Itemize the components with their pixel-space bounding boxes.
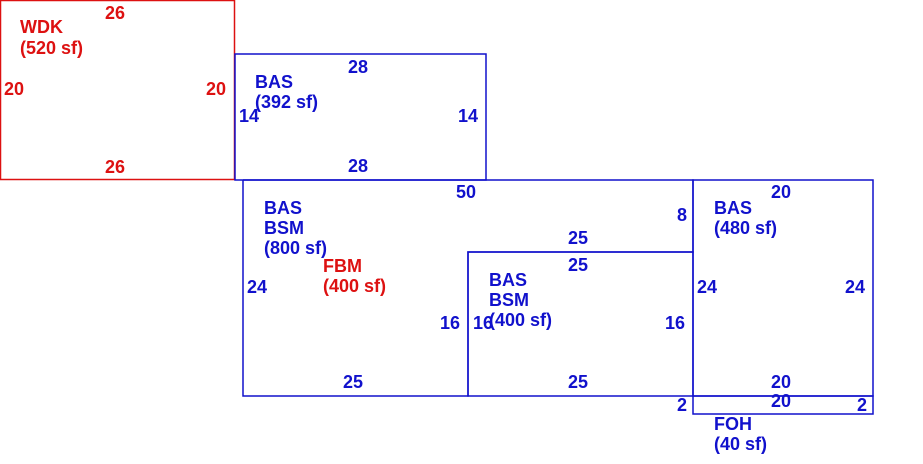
- bas-right-dim-bottom: 20: [771, 372, 791, 392]
- wdk-area: (520 sf): [20, 38, 83, 58]
- bas-bsm-small-label-2: BSM: [489, 290, 529, 310]
- bas-bsm-large-dim-step: 25: [568, 228, 588, 248]
- wdk-dim-right: 20: [206, 79, 226, 99]
- bas-bsm-large-dim-top: 50: [456, 182, 476, 202]
- bas-bsm-small-label-1: BAS: [489, 270, 527, 290]
- bas-bsm-large-label-1: BAS: [264, 198, 302, 218]
- bas-top-dim-right: 14: [458, 106, 478, 126]
- wdk-dim-left: 20: [4, 79, 24, 99]
- bas-bsm-small-area: (400 sf): [489, 310, 552, 330]
- area-foh: 20 2 2 FOH (40 sf): [677, 391, 874, 454]
- wdk-dim-bottom: 26: [105, 157, 125, 177]
- bas-bsm-large-dim-bottom: 25: [343, 372, 363, 392]
- bas-bsm-large-dim-left: 24: [247, 277, 267, 297]
- bas-bsm-small-dim-left: 16: [473, 313, 493, 333]
- bas-right-dim-left: 24: [697, 277, 717, 297]
- bas-bsm-large-label-2: BSM: [264, 218, 304, 238]
- area-fbm: FBM (400 sf): [323, 256, 386, 296]
- bas-top-dim-top: 28: [348, 57, 368, 77]
- bas-top-label: BAS: [255, 72, 293, 92]
- bas-bsm-small-dim-right: 16: [665, 313, 685, 333]
- bas-right-dim-top: 20: [771, 182, 791, 202]
- bas-right-dim-right: 24: [845, 277, 865, 297]
- area-bas-bsm-small: BAS BSM (400 sf) 25 16 16 25: [467, 251, 694, 397]
- bas-top-area: (392 sf): [255, 92, 318, 112]
- foh-outline: [692, 395, 874, 415]
- foh-dim-right: 2: [857, 395, 867, 415]
- area-wdk: WDK (520 sf) 26 20 20 26: [0, 0, 236, 181]
- bas-bsm-large-dim-inner: 16: [440, 313, 460, 333]
- area-bas-top: BAS (392 sf) 28 14 14 28: [234, 53, 487, 181]
- fbm-label: FBM: [323, 256, 362, 276]
- bas-top-dim-bottom: 28: [348, 156, 368, 176]
- bas-top-dim-left: 14: [239, 106, 259, 126]
- wdk-label: WDK: [20, 17, 63, 37]
- foh-dim-left: 2: [677, 395, 687, 415]
- foh-label: FOH: [714, 414, 752, 434]
- wdk-dim-top: 26: [105, 3, 125, 23]
- area-bas-right: BAS (480 sf) 20 24 24 20: [692, 179, 874, 397]
- bas-bsm-large-dim-right: 8: [677, 205, 687, 225]
- bas-bsm-small-dim-top: 25: [568, 255, 588, 275]
- foh-area: (40 sf): [714, 434, 767, 454]
- fbm-area: (400 sf): [323, 276, 386, 296]
- bas-bsm-small-dim-bottom: 25: [568, 372, 588, 392]
- foh-dim-top: 20: [771, 391, 791, 411]
- bas-bsm-large-area: (800 sf): [264, 238, 327, 258]
- bas-right-label: BAS: [714, 198, 752, 218]
- bas-right-area: (480 sf): [714, 218, 777, 238]
